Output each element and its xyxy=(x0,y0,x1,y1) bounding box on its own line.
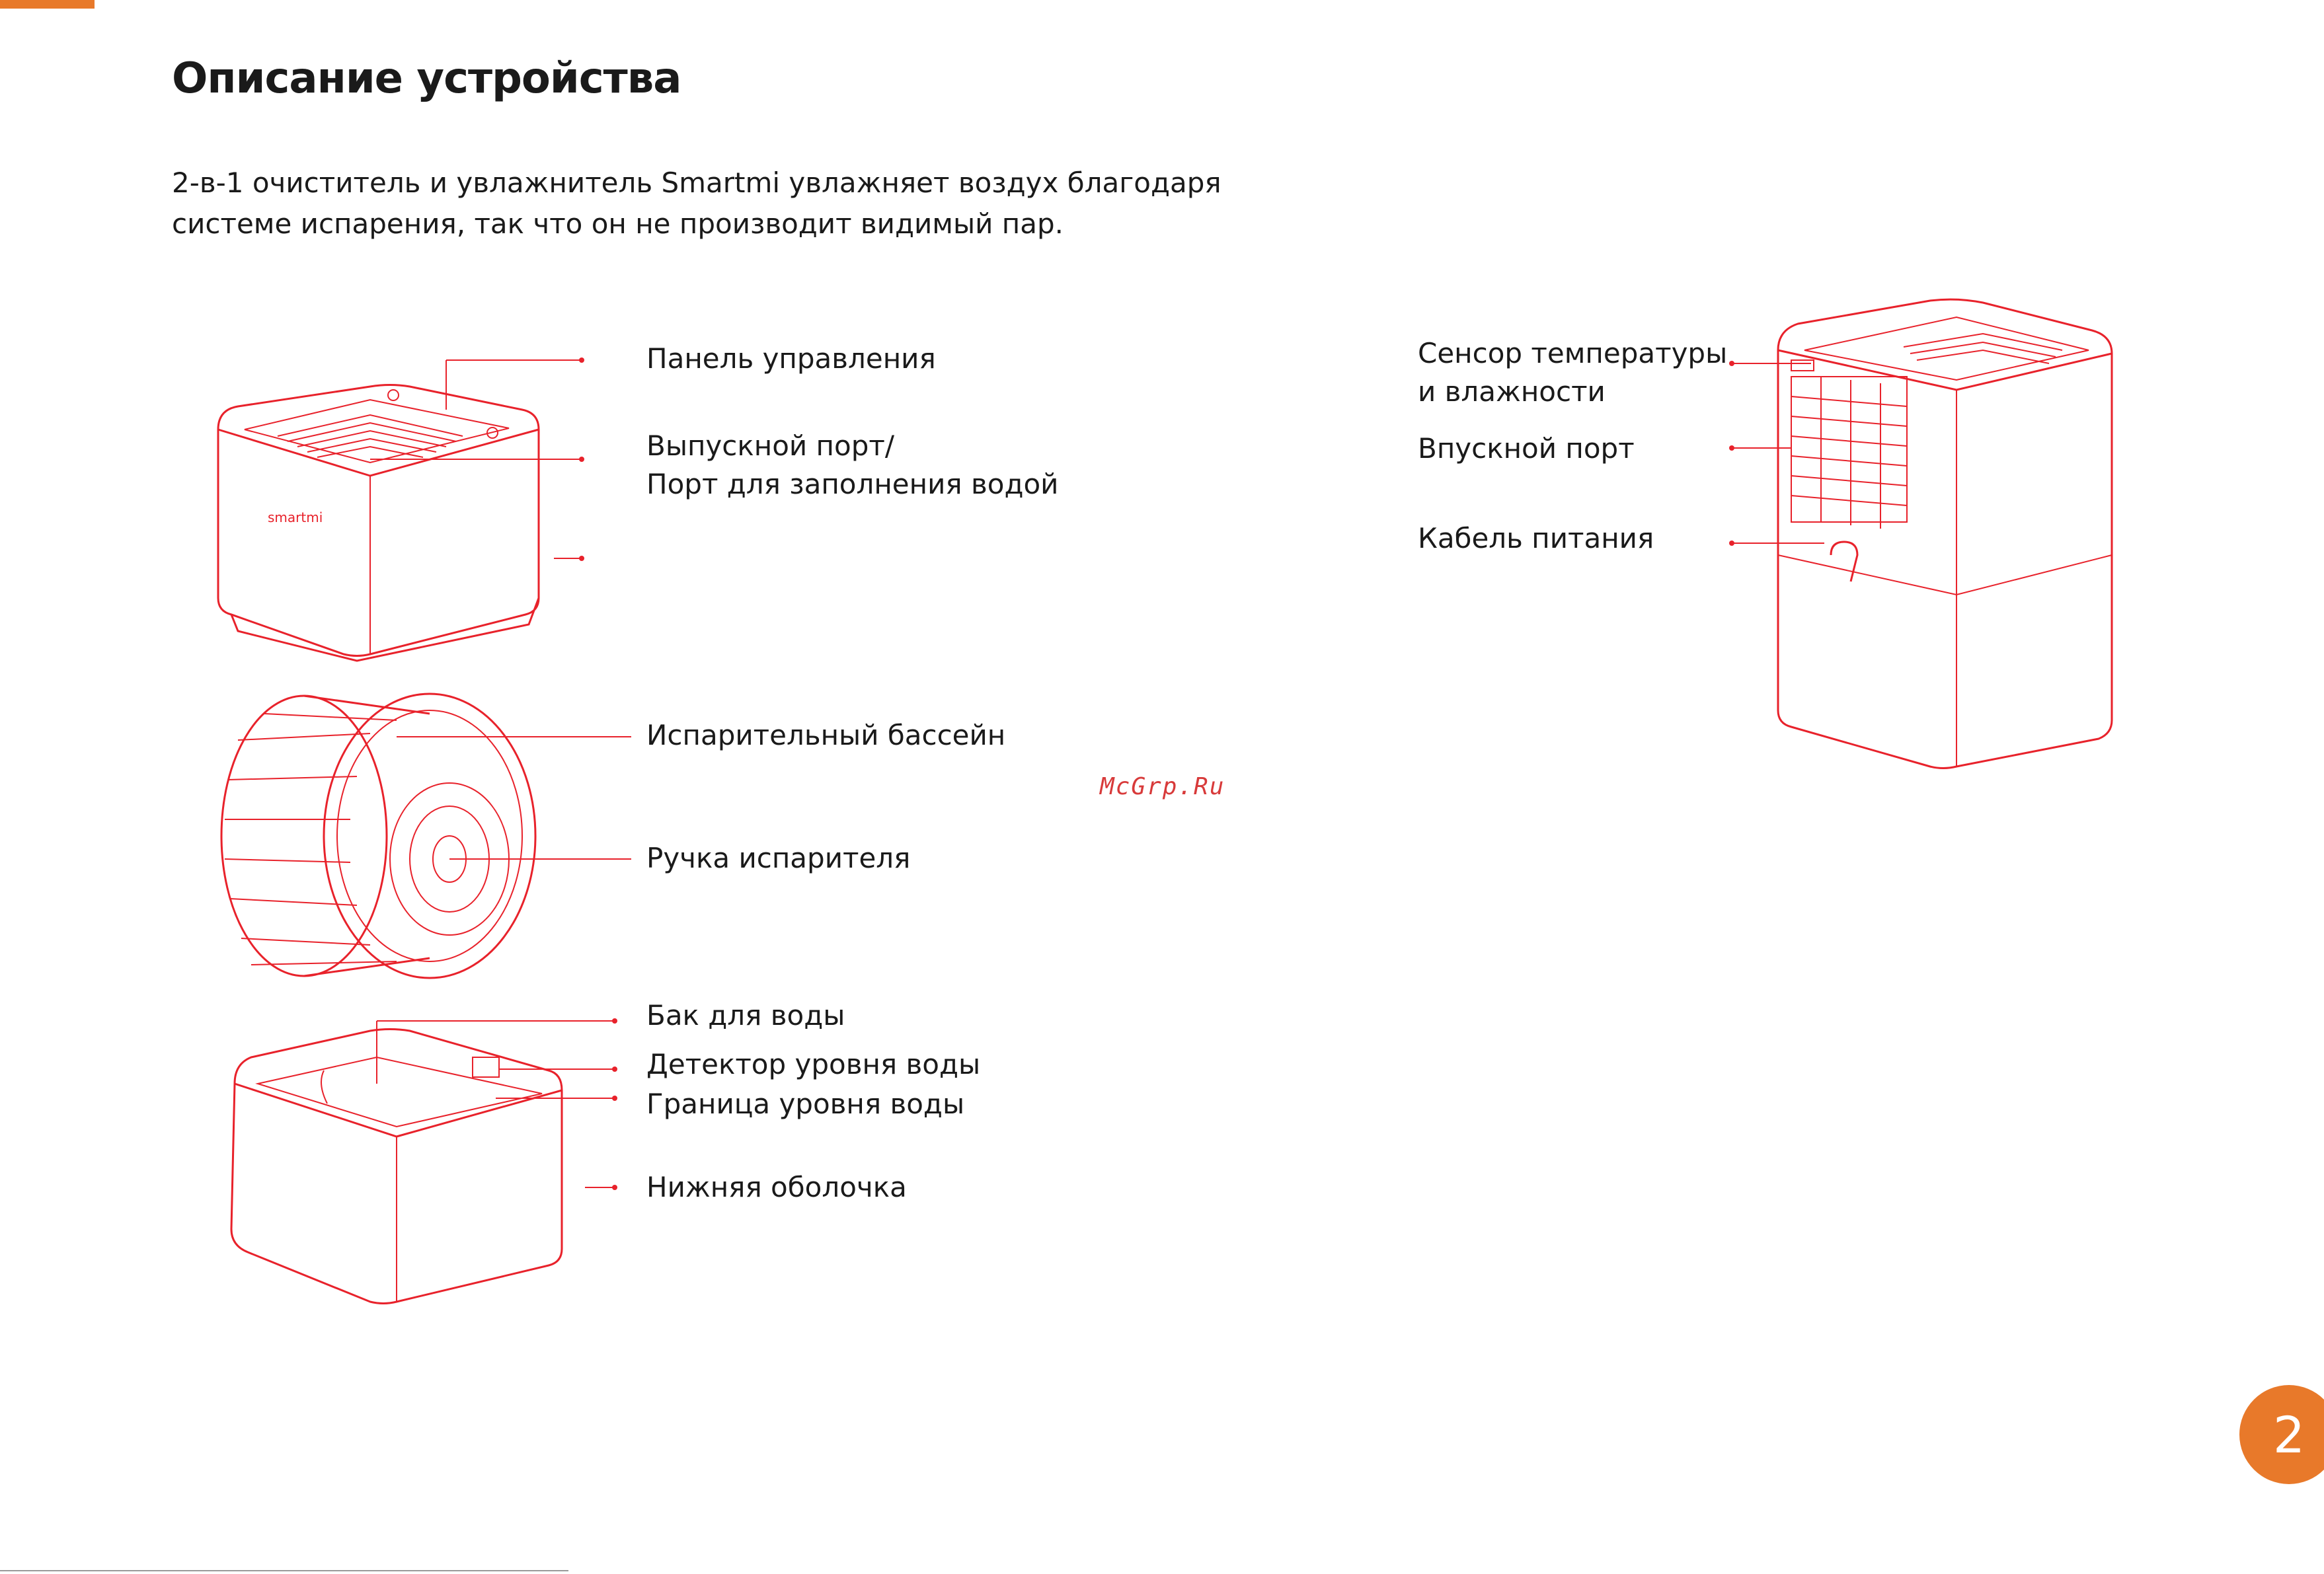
label-outlet-line2: Порт для заполнения водой xyxy=(646,468,1059,500)
label-power-cable: Кабель питания xyxy=(1418,522,1654,554)
page-title: Описание устройства xyxy=(172,54,681,103)
water-tank-illustration xyxy=(230,1028,563,1304)
label-level-detector: Детектор уровня воды xyxy=(646,1048,981,1080)
evaporator-illustration xyxy=(220,693,537,979)
label-bottom-shell: Нижняя оболочка xyxy=(646,1171,907,1203)
label-outlet-line1: Выпускной порт/ xyxy=(646,430,894,462)
accent-bar xyxy=(0,0,95,9)
intro-line-2: системе испарения, так что он не произво… xyxy=(172,207,1064,240)
label-evap-pool: Испарительный бассейн xyxy=(646,719,1006,751)
label-level-limit: Граница уровня воды xyxy=(646,1088,965,1120)
page-number: 2 xyxy=(2272,1405,2305,1464)
intro-paragraph: 2-в-1 очиститель и увлажнитель Smartmi у… xyxy=(172,163,1229,244)
label-inlet: Впускной порт xyxy=(1418,432,1635,465)
device-front-illustration: smartmi xyxy=(217,384,540,662)
label-sensor-line1: Сенсор температуры xyxy=(1418,337,1728,369)
intro-line-1: 2-в-1 очиститель и увлажнитель Smartmi у… xyxy=(172,167,1221,199)
label-evap-knob: Ручка испарителя xyxy=(646,842,911,874)
page-number-badge: 2 xyxy=(2239,1385,2324,1484)
label-water-tank: Бак для воды xyxy=(646,999,845,1031)
watermark: McGrp.Ru xyxy=(1100,773,1225,800)
label-control-panel: Панель управления xyxy=(646,342,936,375)
device-back-illustration xyxy=(1777,298,2113,769)
device-logo: smartmi xyxy=(268,509,323,525)
leader-lines xyxy=(370,357,1824,1190)
bottom-divider xyxy=(0,1570,568,1571)
label-sensor-line2: и влажности xyxy=(1418,375,1606,408)
